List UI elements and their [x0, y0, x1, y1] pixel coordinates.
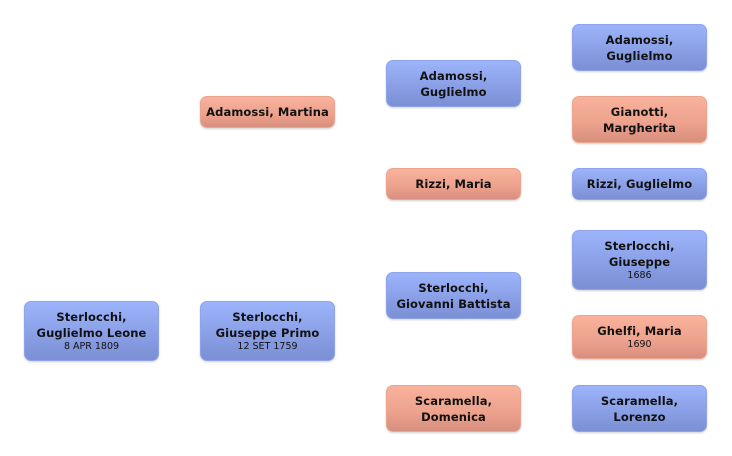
person-node-father[interactable]: Sterlocchi, Giuseppe Primo 12 SET 1759 [200, 301, 335, 361]
person-node-father-father-mother[interactable]: Ghelfi, Maria 1690 [572, 315, 707, 359]
person-node-root[interactable]: Sterlocchi, Guglielmo Leone 8 APR 1809 [24, 301, 159, 361]
person-name: Sterlocchi, Guglielmo Leone [36, 310, 147, 340]
person-node-mother[interactable]: Adamossi, Martina [200, 96, 335, 128]
person-date: 12 SET 1759 [237, 341, 298, 352]
person-name: Sterlocchi, Giuseppe Primo [215, 310, 320, 340]
person-name: Adamossi, Guglielmo [419, 68, 488, 99]
person-date: 1690 [627, 339, 652, 350]
person-name: Ghelfi, Maria [597, 324, 682, 338]
person-node-father-father-father[interactable]: Sterlocchi, Giuseppe 1686 [572, 230, 707, 290]
person-name: Sterlocchi, Giuseppe [604, 239, 675, 269]
person-name: Scaramella, Domenica [414, 393, 493, 424]
person-name: Rizzi, Maria [415, 177, 492, 191]
person-node-mother-father-father[interactable]: Adamossi, Guglielmo [572, 24, 707, 71]
person-node-mother-father-mother[interactable]: Gianotti, Margherita [572, 96, 707, 143]
person-node-father-mother-father[interactable]: Scaramella, Lorenzo [572, 385, 707, 432]
person-node-maternal-grandmother[interactable]: Rizzi, Maria [386, 168, 521, 200]
person-name: Sterlocchi, Giovanni Battista [396, 280, 511, 311]
person-name: Gianotti, Margherita [603, 104, 676, 135]
person-name: Adamossi, Guglielmo [605, 32, 674, 63]
person-node-mother-mother-father[interactable]: Rizzi, Guglielmo [572, 168, 707, 200]
person-name: Rizzi, Guglielmo [586, 177, 693, 191]
person-date: 1686 [627, 270, 652, 281]
person-name: Adamossi, Martina [206, 105, 329, 119]
person-name: Scaramella, Lorenzo [600, 393, 679, 424]
person-node-maternal-grandfather[interactable]: Adamossi, Guglielmo [386, 60, 521, 107]
person-node-paternal-grandfather[interactable]: Sterlocchi, Giovanni Battista [386, 272, 521, 319]
person-node-paternal-grandmother[interactable]: Scaramella, Domenica [386, 385, 521, 432]
person-date: 8 APR 1809 [63, 341, 120, 352]
